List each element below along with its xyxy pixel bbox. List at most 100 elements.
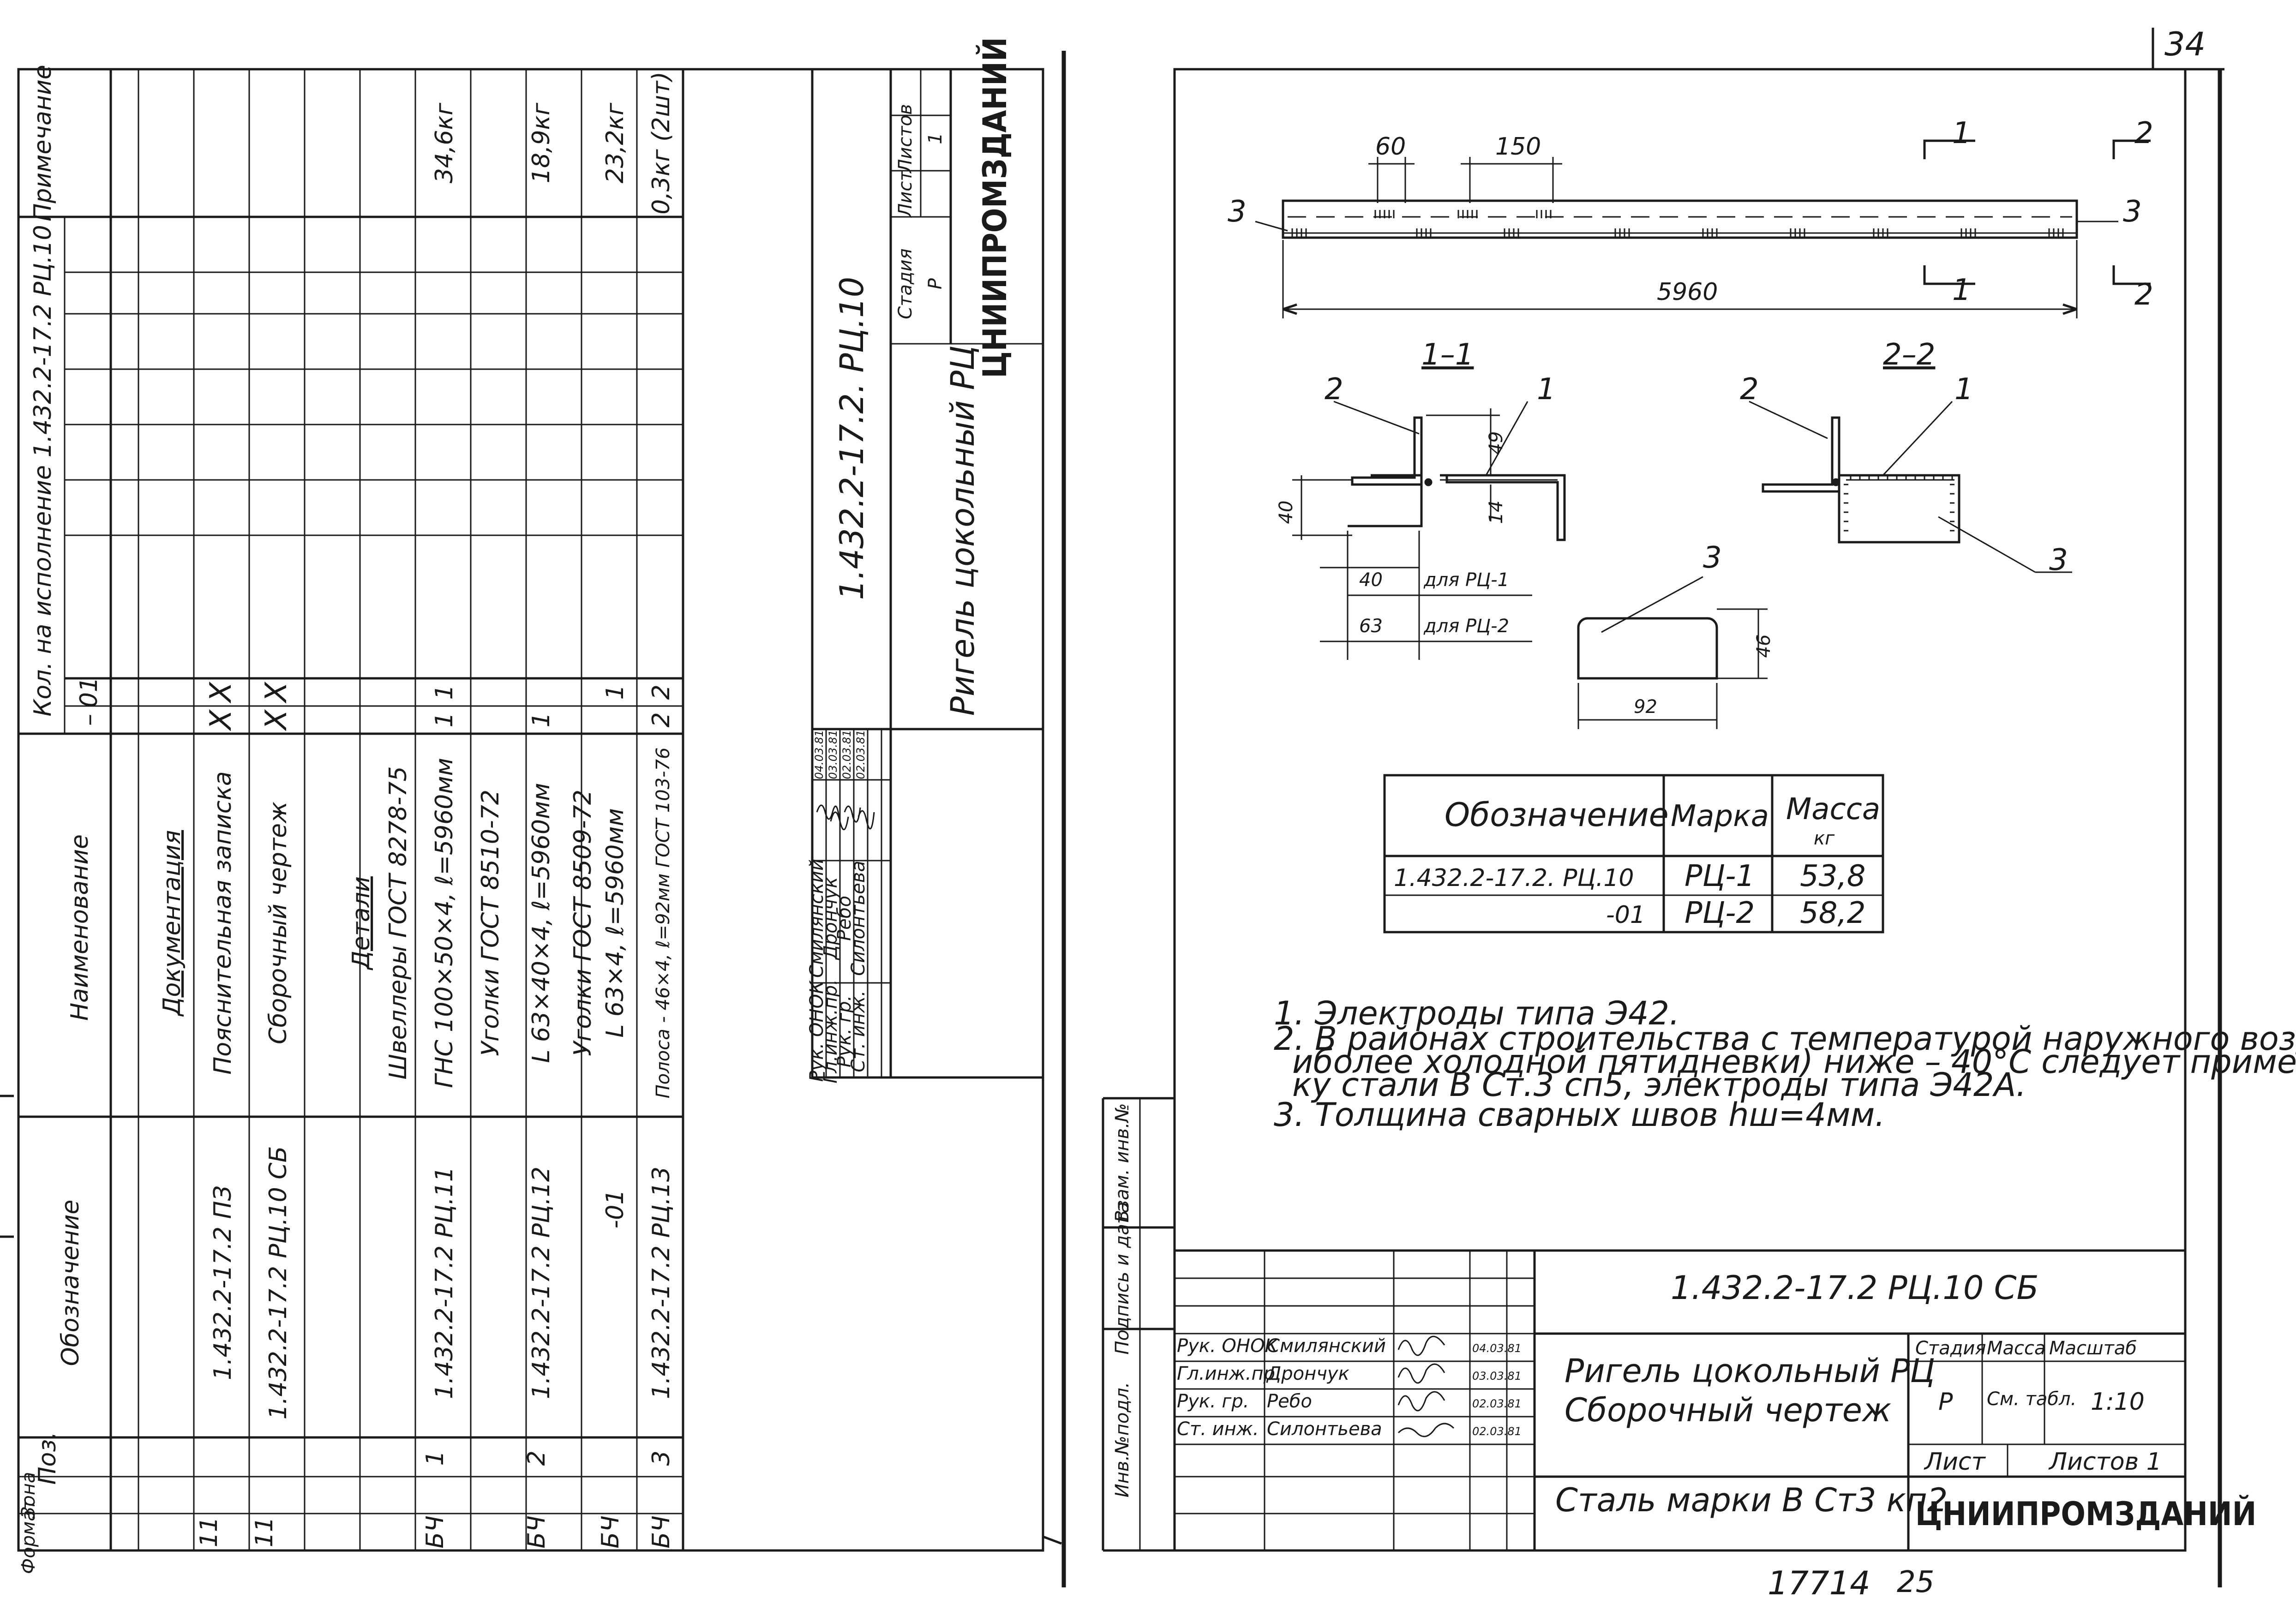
section-label-1-1: 1–1 [1421, 338, 1474, 372]
section-mark-2-bottom: 2 [2134, 278, 2153, 312]
title-block-name: Дрончук [1266, 1363, 1349, 1384]
spec-stamp-date: 02.03.81 [840, 730, 853, 779]
mass-table: Обозначение Марка Масса кг 1.432.2-17.2.… [1383, 774, 1884, 934]
spec-row-designation: 1.432.2-17.2 ПЗ [209, 1185, 237, 1380]
spec-row-name: Швеллеры ГОСТ 8278-75 [384, 766, 412, 1079]
spec-qty-col-base: – [75, 714, 103, 726]
spec-stamp-stage-label: Стадия [895, 248, 916, 319]
spec-row-designation: 1.432.2-17.2 РЦ.12 [528, 1167, 555, 1399]
spec-row-fmt: 11 [251, 1517, 278, 1547]
spec-stamp-date: 03.03.81 [827, 730, 839, 779]
corner-number: 34 [2164, 25, 2206, 63]
title-block-scale: 1:10 [2091, 1388, 2145, 1416]
mass-table-row-designation: 1.432.2-17.2. РЦ.10 [1394, 864, 1634, 892]
spec-row-name: L 63×4, ℓ=5960мм [601, 808, 629, 1037]
spec-row-fmt: БЧ [523, 1515, 551, 1548]
binding-marks [0, 51, 1066, 1587]
mass-table-row-mark: РЦ-1 [1685, 859, 1755, 893]
mass-table-header-mass-unit: кг [1814, 828, 1835, 849]
spec-side-format: Формат [18, 1498, 39, 1574]
spec-row-designation: 1.432.2-17.2 РЦ.13 [647, 1167, 675, 1399]
side-stamp-inv: Инв.№подл. [1112, 1382, 1133, 1498]
spec-row-name: Уголки ГОСТ 8509-72 [569, 790, 597, 1056]
title-block-title-2: Сборочный чертеж [1565, 1391, 1891, 1429]
spec-stamp-name: Смилянский [806, 859, 827, 978]
spec-stamp-name: Дрончук [820, 877, 841, 961]
specification-frame [17, 68, 1044, 1552]
title-block-date: 04.03.81 [1472, 1342, 1522, 1355]
spec-row-q2: X [204, 709, 238, 731]
spec-row-note: 0,3кг (2шт) [647, 72, 675, 215]
spec-stamp-sheet-label: Лист [895, 170, 916, 218]
spec-stamp-stage: Р [925, 278, 946, 289]
spec-stamp-role: Рук. ОНОК [806, 980, 827, 1082]
callout-1-sec11: 1 [1537, 372, 1556, 407]
dim-60: 60 [1375, 133, 1406, 161]
spec-header-name: Наименование [66, 834, 94, 1021]
spec-stamp-org: ЦНИИПРОМЗДАНИЙ [976, 37, 1014, 378]
spec-stamp-title: Ригель цокольный РЦ [944, 346, 982, 716]
title-block-role: Рук. ОНОК [1177, 1335, 1278, 1357]
title-block-scale-label: Масштаб [2049, 1338, 2137, 1359]
mass-table-header-mass: Масса [1786, 792, 1880, 826]
spec-row-designation: -01 [601, 1190, 629, 1229]
note-line: 1. Электроды типа Э42. [1274, 994, 1679, 1032]
title-block-title-1: Ригель цокольный РЦ [1565, 1352, 1935, 1390]
dim-5960: 5960 [1657, 278, 1718, 306]
title-block-name: Смилянский [1267, 1335, 1386, 1357]
spec-row-fmt: БЧ [597, 1515, 624, 1548]
spec-row-name: Пояснительная записка [209, 771, 237, 1075]
callout-3-right: 3 [2123, 195, 2142, 229]
spec-side-pos: Поз. [34, 1431, 61, 1484]
spec-row-name: Документация [158, 830, 186, 1017]
title-block-mass: См. табл. [1987, 1389, 2076, 1410]
spec-row-q2: X [259, 709, 294, 731]
spec-stamp: 1.432.2-17.2. РЦ.10 Ригель цокольный РЦ … [806, 37, 1014, 1083]
mass-table-row-mass: 53,8 [1800, 859, 1866, 893]
spec-row-name: Сборочный чертеж [264, 802, 292, 1044]
dim-49: 49 [1486, 431, 1507, 455]
spec-row-fmt: 11 [195, 1517, 223, 1547]
dim-63: 63 [1359, 616, 1383, 637]
section-label-2-2: 2–2 [1883, 338, 1935, 372]
spec-row-q1: 1 [431, 712, 458, 727]
dim-40-horizontal: 40 [1359, 569, 1383, 591]
title-block-sheet-label: Лист [1924, 1448, 1986, 1476]
mass-table-row-mass: 58,2 [1800, 896, 1866, 930]
callout-3-left: 3 [1228, 195, 1247, 229]
note-line: 2. В районах строительства с температуро… [1274, 1020, 2296, 1058]
spec-stamp-date: 04.03.81 [813, 730, 826, 779]
callout-3-sec22: 3 [2049, 543, 2068, 577]
mass-table-header-designation: Обозначение [1445, 796, 1669, 834]
label-rc2: для РЦ-2 [1423, 616, 1509, 637]
side-stamp-replaced: Взам. инв.№ [1112, 1103, 1133, 1223]
spec-row-q1: 2 [647, 712, 675, 727]
spec-row-q2: 2 [647, 684, 675, 700]
title-block-role: Гл.инж.пр. [1177, 1363, 1281, 1384]
title-block-mass-label: Масса [1987, 1338, 2046, 1359]
dim-92: 92 [1634, 696, 1657, 718]
spec-row-note: 23,2кг [601, 102, 629, 183]
spec-row-q1: X [259, 682, 294, 704]
title-block-material: Сталь марки В Ст3 кп2 [1555, 1481, 1948, 1519]
spec-stamp-name: Силонтьева [848, 861, 869, 976]
note-line: иболее холодной пятидневки) ниже – 40°С … [1292, 1043, 2296, 1081]
dim-14: 14 [1486, 501, 1507, 524]
spec-row-q1: 1 [528, 712, 555, 727]
dim-150: 150 [1495, 133, 1541, 161]
callout-2-sec11: 2 [1325, 372, 1343, 407]
spec-stamp-sheets-label: Листов [895, 104, 916, 174]
note-line: ку стали В Ст.3 сп5, электроды типа Э42А… [1292, 1066, 2026, 1104]
spec-stamp-sheets: 1 [925, 132, 946, 144]
title-block-stage: Р [1938, 1388, 1953, 1416]
title-block-code: 1.432.2-17.2 РЦ.10 СБ [1671, 1269, 2039, 1307]
mass-table-header-mark: Марка [1671, 799, 1769, 833]
spec-stamp-code: 1.432.2-17.2. РЦ.10 [833, 277, 871, 600]
callout-3-plate: 3 [1703, 541, 1722, 575]
section-mark-1-bottom: 1 [1952, 273, 1971, 307]
note-line: 3. Толщина сварных швов hш=4мм. [1274, 1096, 1885, 1134]
title-block-stage-label: Стадия [1915, 1338, 1986, 1359]
side-stamp-sign: Подпись и дата [1112, 1202, 1133, 1354]
